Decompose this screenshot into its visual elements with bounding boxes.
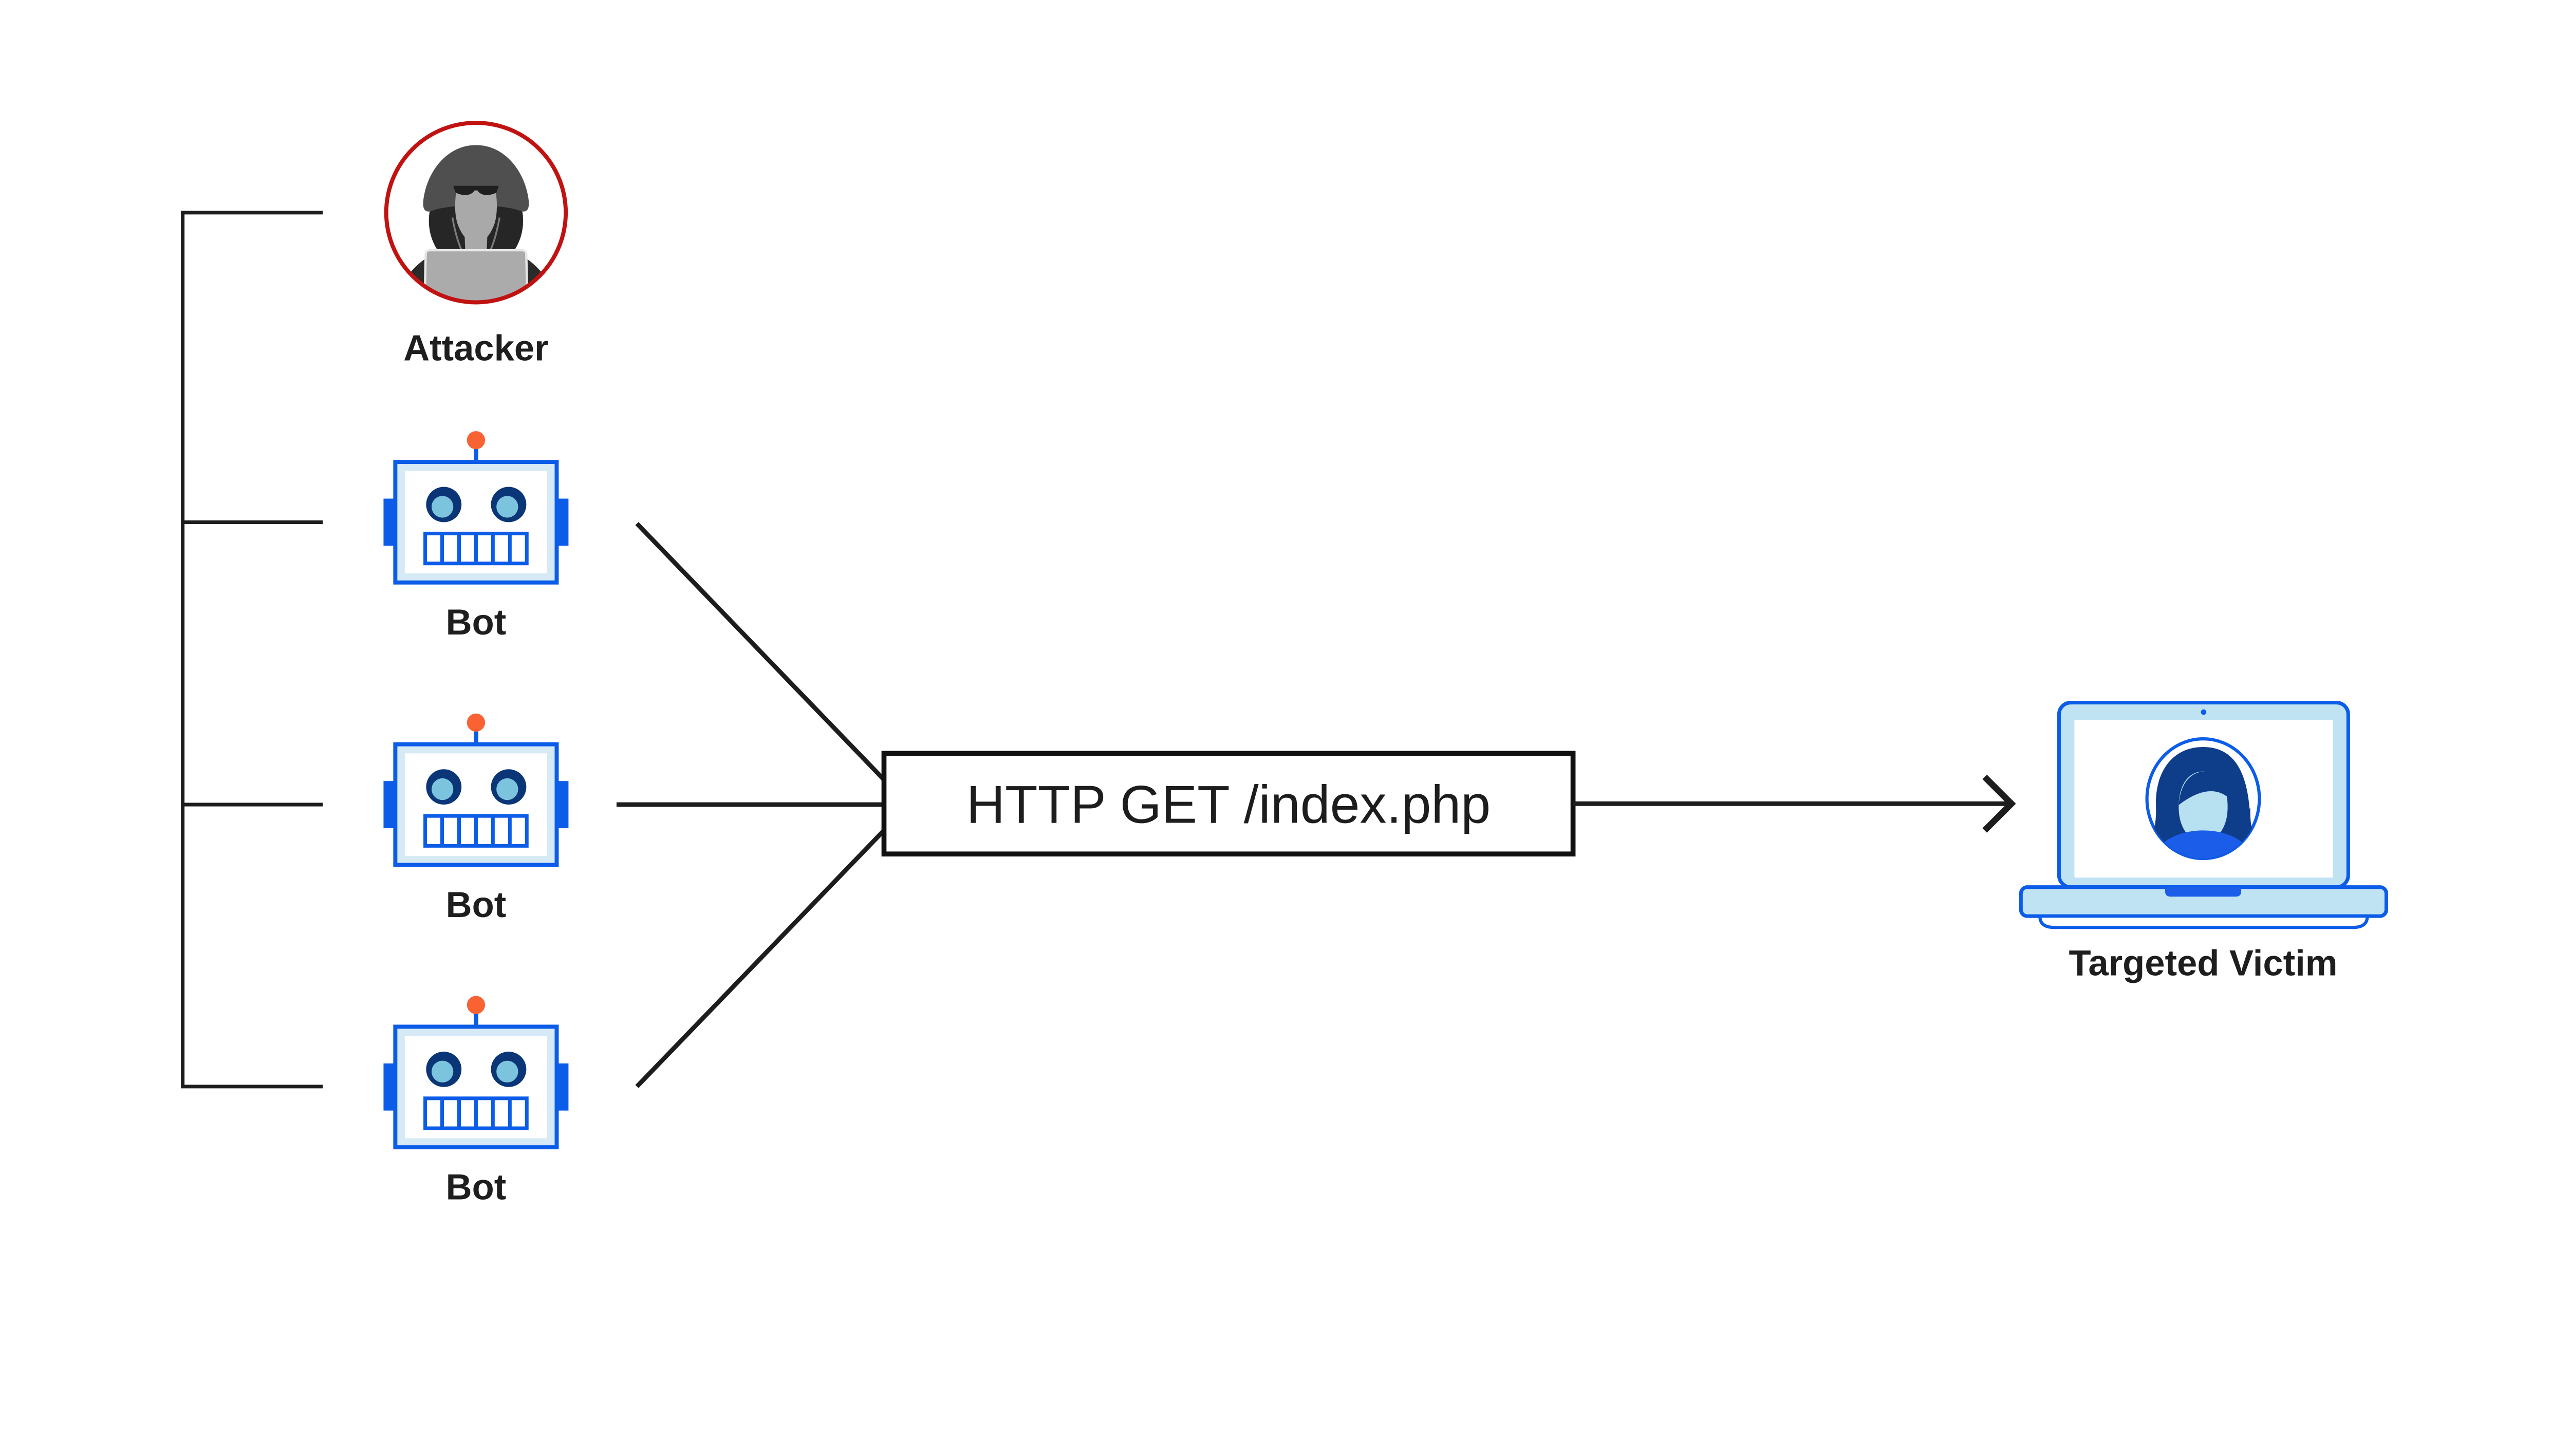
laptop-icon [2019, 701, 2388, 929]
laptop-camera-dot [2201, 709, 2207, 715]
attacker-face [455, 186, 497, 245]
bot-icon-3 [383, 996, 568, 1147]
laptop-base-notch [2165, 887, 2242, 897]
attacker-laptop [423, 249, 529, 302]
laptop-base-lip [2038, 914, 2369, 929]
attacker-node: Attacker [384, 121, 568, 368]
bot-label-3: Bot [446, 1167, 507, 1207]
attacker-label: Attacker [403, 327, 548, 368]
bot-node-2: Bot [383, 714, 568, 925]
victim-label: Targeted Victim [2069, 943, 2337, 983]
request-box: HTTP GET /index.php [881, 751, 1576, 857]
bot-icon-2 [383, 714, 568, 865]
attacker-icon [384, 121, 568, 305]
bot-label-1: Bot [446, 602, 507, 642]
attacker-ring [384, 121, 568, 305]
ddos-diagram: Attacker Bot Bot Bot HTTP GET /index.php [181, 121, 2388, 1207]
connector-bot-3 [635, 829, 886, 1088]
victim-node: Targeted Victim [2019, 701, 2388, 983]
bot-node-1: Bot [383, 431, 568, 642]
arrowhead-icon [1982, 774, 2016, 833]
attacker-hood [423, 145, 529, 212]
bot-node-3: Bot [383, 996, 568, 1207]
fan-in-bracket [181, 211, 323, 1089]
request-box-label: HTTP GET /index.php [966, 775, 1491, 834]
connector-bot-1 [635, 521, 886, 781]
bot-request-connectors [616, 521, 886, 1088]
attacker-sunglasses [453, 185, 499, 195]
request-box-rect [881, 751, 1576, 857]
arrow-to-victim [1573, 774, 2016, 833]
bot-label-2: Bot [446, 884, 507, 925]
bot-icon-1 [383, 431, 568, 583]
